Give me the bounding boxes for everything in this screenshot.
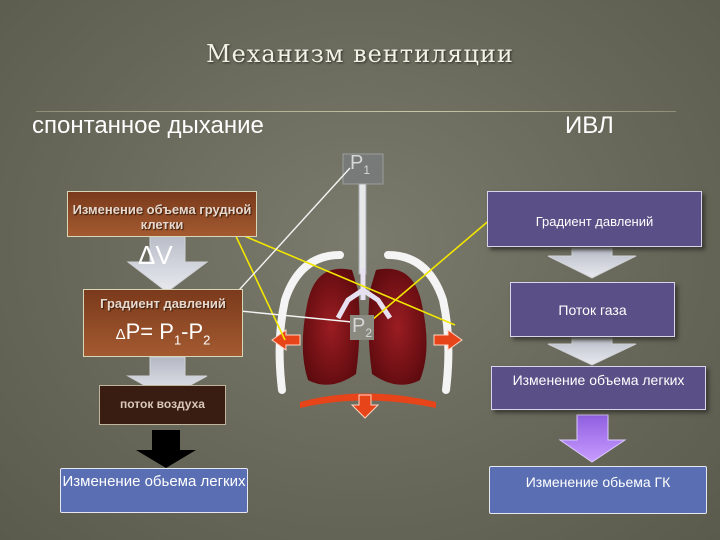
right-flow-arrows [547,245,637,463]
p2-subscript: 2 [365,326,373,340]
formula-sub2: 2 [203,332,211,348]
formula-delta: Δ [115,326,126,343]
pressure-p1-label: P1 [350,152,370,177]
p2-letter: P [352,315,366,337]
lung-volume-change-label-left: Изменение обьема легких [62,473,246,490]
pressure-gradient-box-right: Градиент давлений [487,191,702,247]
pressure-p2-label: P2 [350,315,375,340]
pressure-gradient-label: Градиент давлений [100,296,226,311]
airflow-box: поток воздуха [99,385,226,425]
chest-volume-change-box: Изменение объема грудной клетки [67,191,257,237]
formula-sub1: 1 [173,332,182,348]
title-divider [36,111,676,112]
pressure-formula: ΔP= P1-P2 [84,319,242,347]
left-column-header: спонтанное дыхание [32,112,264,139]
chest-volume-change-box-right: Изменение обьема ГК [489,466,707,514]
p1-letter: P [350,152,364,174]
p1-subscript: 1 [363,163,371,177]
gas-flow-label: Поток газа [558,302,627,318]
slide-title: Механизм вентиляции [206,40,514,68]
diaphragm [300,393,436,408]
chest-volume-change-label: Изменение объема грудной клетки [72,202,252,232]
formula-minus: -P [181,319,204,344]
lungs-illustration [302,268,427,385]
airflow-label: поток воздуха [120,397,205,411]
chest-volume-change-label-right: Изменение обьема ГК [525,474,671,490]
pressure-gradient-label-right: Градиент давлений [535,214,654,229]
lung-volume-change-label-right: Изменение объема легких [512,372,685,388]
pressure-gradient-box: Градиент давлений ΔP= P1-P2 [83,289,243,357]
delta-v-symbol: ΔV [138,240,173,270]
rib-cage [275,251,453,394]
left-flow-arrows [126,229,209,468]
lung-volume-change-box-right: Изменение объема легких [491,366,706,410]
right-column-header: ИВЛ [565,112,614,139]
expansion-arrows [271,329,463,419]
formula-p: P= P [125,319,174,344]
lung-volume-change-box-left: Изменение обьема легких [60,468,248,513]
pressure-lines [229,167,353,323]
gas-flow-box: Поток газа [510,282,675,337]
